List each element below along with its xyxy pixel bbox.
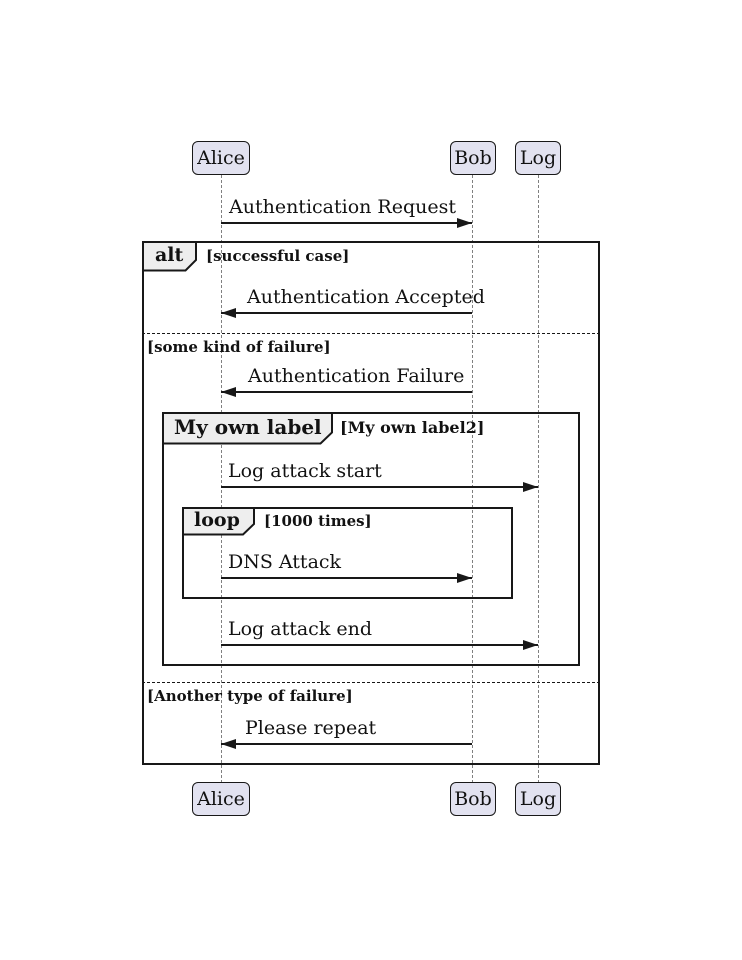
frame-loop-tab — [182, 507, 255, 536]
frame-loop: loop [1000 times] — [182, 507, 513, 599]
message-auth-accepted-arrow — [221, 312, 472, 314]
message-please-repeat-label: Please repeat — [245, 717, 377, 739]
frame-my-own-label-tab — [162, 412, 333, 445]
participant-bob-bottom: Bob — [450, 782, 496, 816]
divider-some-failure-line — [142, 333, 600, 334]
participant-alice-label: Alice — [197, 146, 245, 169]
message-dns-attack-label: DNS Attack — [228, 551, 342, 573]
frame-my-own-label-label: My own label — [174, 415, 322, 439]
frame-my-own-label: My own label [My own label2] — [162, 412, 580, 666]
message-auth-failure-arrow — [221, 391, 472, 393]
participant-log-label: Log — [519, 146, 557, 169]
message-log-attack-start-label: Log attack start — [228, 460, 382, 482]
message-log-attack-end-arrow — [221, 644, 538, 646]
participant-alice-bottom: Alice — [192, 782, 250, 816]
divider-some-failure-label: [some kind of failure] — [147, 338, 331, 356]
lifeline-alice — [221, 175, 222, 783]
frame-alt-label: alt — [155, 244, 184, 266]
message-please-repeat-arrow — [221, 743, 472, 745]
message-auth-failure-label: Authentication Failure — [248, 365, 465, 387]
message-log-attack-end-label: Log attack end — [228, 618, 373, 640]
frame-loop-condition: [1000 times] — [264, 512, 372, 530]
lifeline-bob — [472, 175, 473, 783]
divider-another-failure-line — [142, 682, 600, 683]
message-dns-attack-arrow — [221, 577, 472, 579]
lifeline-log — [538, 175, 539, 783]
frame-alt: alt [successful case] — [142, 241, 600, 765]
frame-alt-tab — [142, 241, 197, 272]
message-log-attack-start-arrow — [221, 486, 538, 488]
participant-bob-top: Bob — [450, 141, 496, 175]
message-auth-request-label: Authentication Request — [229, 196, 456, 218]
participant-log-top: Log — [515, 141, 561, 175]
divider-another-failure-label: [Another type of failure] — [147, 687, 353, 705]
message-auth-accepted-label: Authentication Accepted — [247, 286, 485, 308]
participant-bob-label: Bob — [454, 146, 492, 169]
frame-loop-label: loop — [194, 509, 240, 531]
frame-my-own-label-condition: [My own label2] — [340, 418, 485, 437]
participant-alice-label-bottom: Alice — [197, 787, 245, 810]
participant-log-bottom: Log — [515, 782, 561, 816]
participant-bob-label-bottom: Bob — [454, 787, 492, 810]
message-auth-request-arrow — [221, 222, 472, 224]
participant-alice-top: Alice — [192, 141, 250, 175]
frame-alt-condition: [successful case] — [206, 247, 350, 265]
participant-log-label-bottom: Log — [519, 787, 557, 810]
